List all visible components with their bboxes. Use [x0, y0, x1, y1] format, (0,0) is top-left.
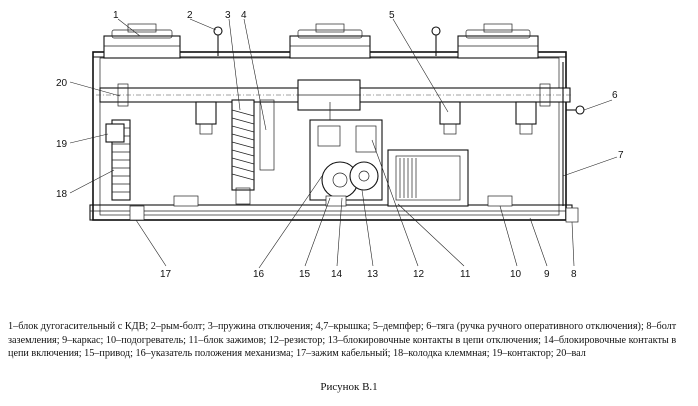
mechanism-drawing: 1 2 3 4 5 6 7 8 9 10 11 12 13 14 15 16 1… — [56, 10, 624, 280]
leader-lines — [69, 18, 618, 269]
cover-4 — [259, 99, 275, 171]
base-rail — [89, 204, 573, 221]
callout-18: 18 — [56, 189, 68, 200]
callout-6: 6 — [612, 90, 618, 101]
callout-5: 5 — [389, 10, 395, 21]
callout-16: 16 — [253, 269, 265, 280]
arc-block-1 — [103, 23, 181, 59]
drive-mechanism — [309, 102, 383, 201]
callout-13: 13 — [367, 269, 379, 280]
callout-12: 12 — [413, 269, 425, 280]
eye-bolt-right — [431, 26, 441, 56]
eye-bolt-left — [213, 26, 223, 56]
callout-8: 8 — [571, 269, 577, 280]
main-shaft — [96, 79, 572, 111]
opening-spring — [231, 99, 255, 205]
cable-clamp — [129, 205, 145, 221]
callout-9: 9 — [544, 269, 550, 280]
arc-block-3 — [457, 23, 539, 59]
callout-14: 14 — [331, 269, 343, 280]
callout-4: 4 — [241, 10, 247, 21]
callout-15: 15 — [299, 269, 311, 280]
callout-2: 2 — [187, 10, 193, 21]
callout-10: 10 — [510, 269, 522, 280]
contactor — [105, 123, 125, 143]
callout-1: 1 — [113, 10, 119, 21]
contactor-unit — [387, 149, 469, 207]
callout-3: 3 — [225, 10, 231, 21]
callout-7: 7 — [618, 150, 624, 161]
callout-17: 17 — [160, 269, 172, 280]
legend-text: 1–блок дугогасительный с КДВ; 2–рым-болт… — [8, 321, 677, 359]
handle-rod — [566, 105, 585, 115]
callout-19: 19 — [56, 139, 68, 150]
callout-11: 11 — [460, 269, 471, 280]
grounding-bolt — [565, 207, 579, 223]
callout-20: 20 — [56, 78, 68, 89]
arc-block-2 — [289, 23, 371, 59]
figure-caption: Рисунок В.1 — [320, 381, 378, 393]
